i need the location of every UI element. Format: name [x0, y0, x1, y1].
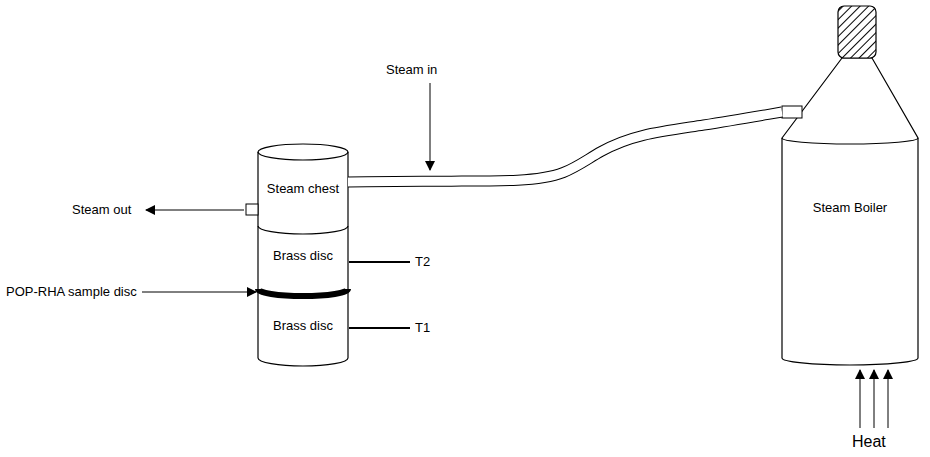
sample-disc — [258, 289, 348, 296]
brass-disc: Brass disc — [258, 296, 348, 356]
disc-stack-cylinder — [258, 144, 348, 366]
sample-disc-label: POP-RHA sample disc — [6, 284, 137, 300]
boiler-vessel — [782, 58, 918, 365]
thermometer-label: T2 — [415, 254, 430, 270]
steam-out-pipe — [246, 204, 258, 215]
steam-in-label: Steam in — [386, 62, 437, 78]
brass-disc: Brass disc — [258, 228, 348, 284]
pointer-arrow — [430, 83, 431, 170]
thermometer-line — [349, 261, 410, 263]
heat-arrow — [874, 370, 875, 428]
steam-out-label: Steam out — [72, 202, 131, 218]
part-name: Brass disc — [273, 248, 333, 264]
boiler-nozzle — [782, 106, 802, 118]
steam-pipe — [348, 112, 782, 182]
heat-arrow — [860, 370, 861, 428]
heat-arrow — [888, 370, 889, 428]
thermometer-label: T1 — [415, 320, 430, 336]
steam-boiler: Steam Boiler — [782, 58, 918, 358]
pipe-outline — [348, 112, 782, 182]
heat-label: Heat — [852, 432, 886, 451]
boiler-stopper — [838, 6, 876, 58]
pointer-arrow — [142, 292, 256, 293]
part-name: Brass disc — [273, 318, 333, 334]
steam-chest: Steam chest — [258, 152, 348, 226]
thermometer-line — [349, 327, 410, 329]
pointer-arrow — [146, 210, 244, 211]
part-name: Steam Boiler — [813, 200, 887, 216]
pipe-bore — [348, 112, 782, 182]
part-name: Steam chest — [267, 181, 339, 197]
